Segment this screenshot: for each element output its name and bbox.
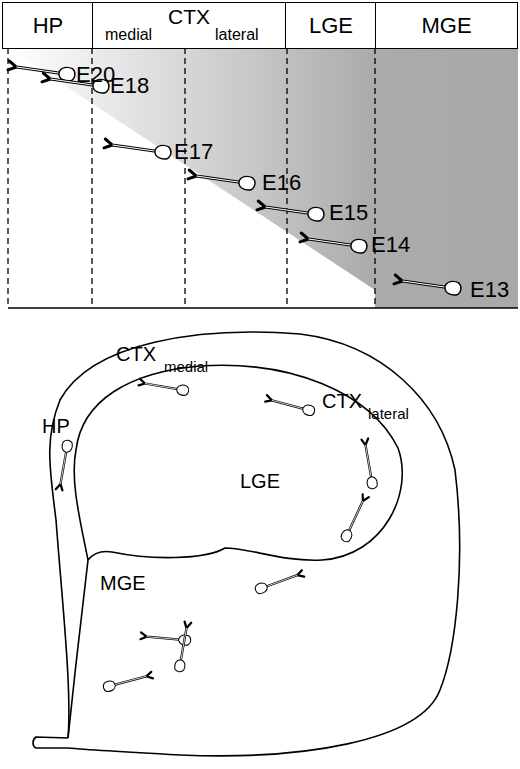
timeline-shading xyxy=(8,48,518,308)
stage-label: E14 xyxy=(371,234,410,256)
region-subdivision: lateral xyxy=(215,27,259,43)
region-header-cell: LGE xyxy=(285,2,377,49)
timeline-baseline xyxy=(8,307,518,309)
region-header-cell: MGE xyxy=(375,2,518,49)
region-label: HP xyxy=(42,416,70,436)
stage-label: E15 xyxy=(329,202,368,224)
stage-label: E16 xyxy=(262,172,301,194)
region-name: CTX xyxy=(93,6,285,27)
region-header-cell: CTXmedial lateral xyxy=(92,2,287,49)
region-label: LGE xyxy=(240,471,280,491)
region-subdivision: medial xyxy=(105,27,152,43)
stage-label: E13 xyxy=(470,279,509,301)
region-name: LGE xyxy=(309,15,353,37)
region-name: HP xyxy=(33,15,64,37)
region-label: CTX xyxy=(322,391,362,411)
column-dividers xyxy=(8,48,375,308)
migrating-neurons-section xyxy=(54,377,378,692)
region-label: MGE xyxy=(100,573,146,593)
brain-section-outline xyxy=(33,332,460,756)
region-name: MGE xyxy=(421,15,471,37)
region-subscript: medial xyxy=(164,359,208,374)
migrating-neurons-timeline xyxy=(8,59,462,296)
region-label: CTX xyxy=(116,344,156,364)
stage-label: E18 xyxy=(110,75,149,97)
stage-label: E20 xyxy=(76,64,115,86)
region-subscript: lateral xyxy=(368,406,409,421)
stage-label: E17 xyxy=(174,141,213,163)
region-header-cell: HP xyxy=(2,2,94,49)
